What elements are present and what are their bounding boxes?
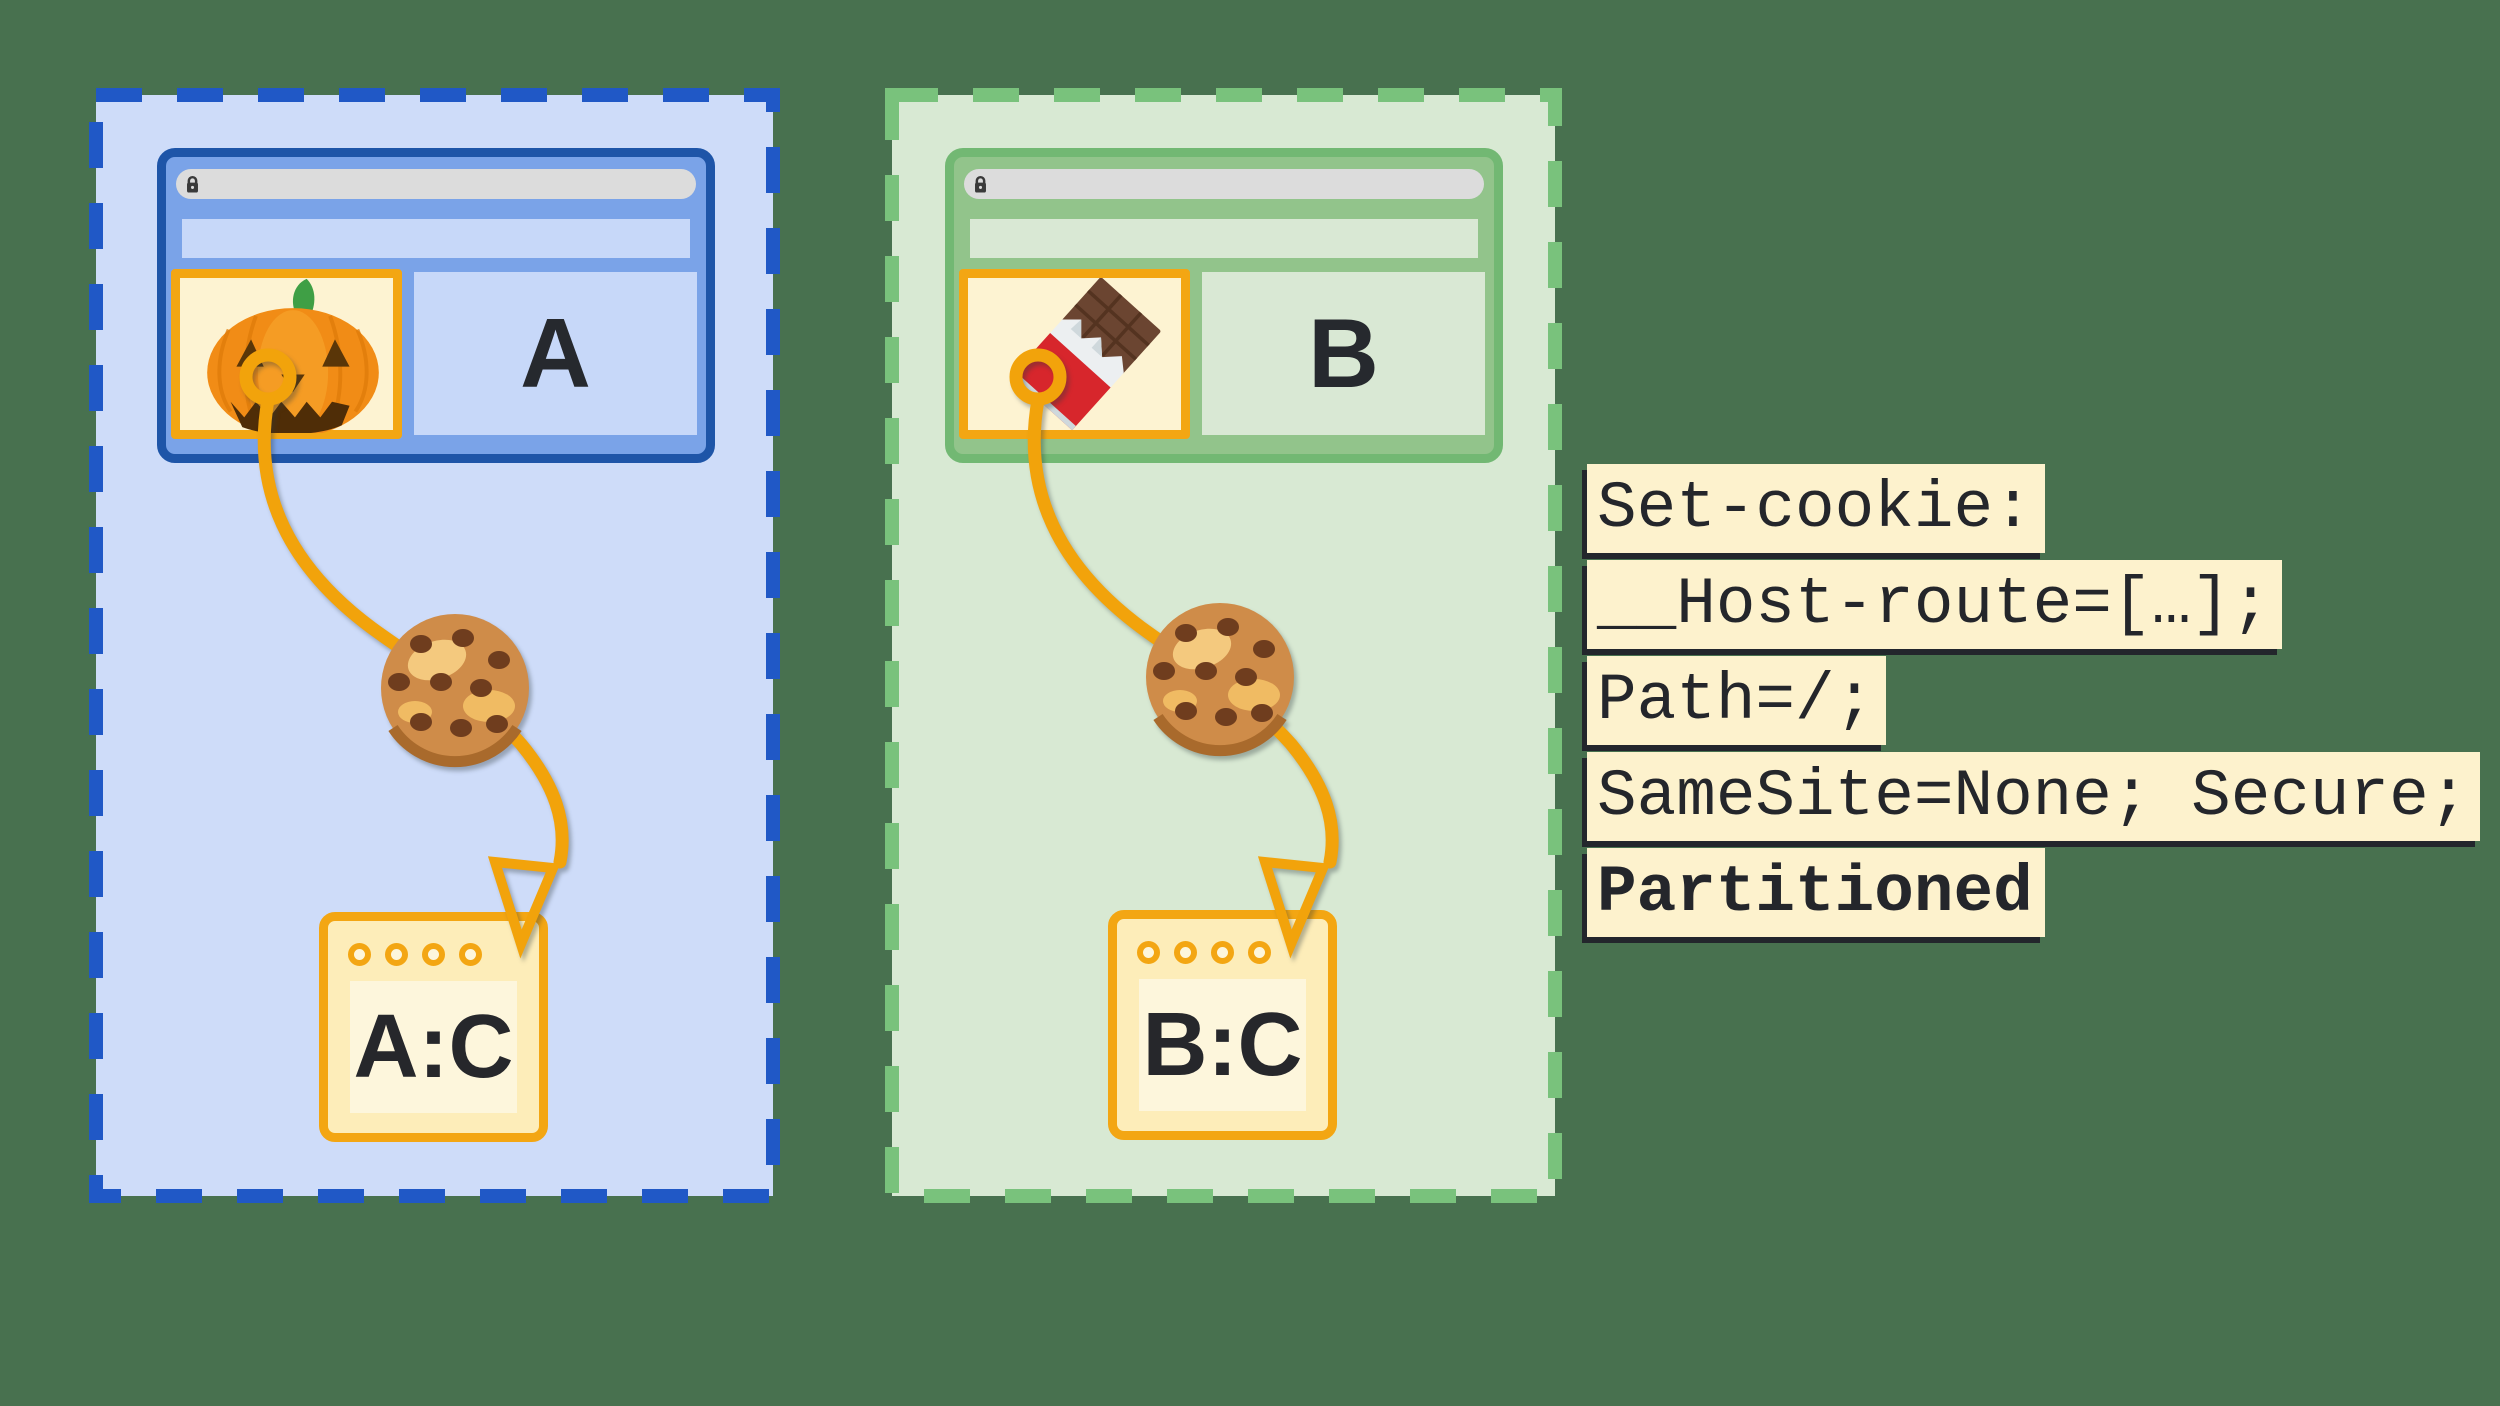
site-b-label: B — [1308, 298, 1379, 408]
cookie-jar-a-key: A:C — [350, 981, 517, 1113]
site-a-label: A — [520, 298, 591, 408]
code-line: Set-cookie: — [1587, 464, 2045, 553]
code-line: Path=/; — [1587, 656, 1887, 745]
set-cookie-code-block: Set-cookie: __Host-route=[…]; Path=/; Sa… — [1587, 464, 2481, 944]
cookie-icon — [381, 614, 529, 768]
jar-dot — [1174, 941, 1197, 964]
lock-icon — [187, 175, 198, 193]
cookie-flow-path — [1027, 393, 1339, 869]
cookie-flow-path — [257, 393, 569, 869]
site-a-content: A — [414, 272, 697, 435]
lock-icon — [975, 175, 986, 193]
pumpkin-icon — [207, 278, 379, 433]
embedded-iframe-c — [959, 269, 1190, 439]
code-line: SameSite=None; Secure; — [1587, 752, 2481, 841]
code-line-partitioned: Partitioned — [1587, 848, 2045, 937]
url-bar — [964, 169, 1484, 199]
jar-dot — [348, 943, 371, 966]
cookie-jar-b-key: B:C — [1139, 979, 1306, 1111]
site-b-content: B — [1202, 272, 1485, 435]
jar-dot — [422, 943, 445, 966]
jar-dot — [1137, 941, 1160, 964]
cookie-jar-b: B:C — [1108, 910, 1337, 1140]
browser-window-a: A — [157, 148, 715, 463]
cookie-jar-a: A:C — [319, 912, 548, 1142]
browser-window-b: B — [945, 148, 1503, 463]
url-bar — [176, 169, 696, 199]
jar-dot — [459, 943, 482, 966]
page-content-bar — [182, 219, 690, 258]
chocolate-icon — [1011, 278, 1161, 430]
jar-dot — [385, 943, 408, 966]
jar-dot — [1211, 941, 1234, 964]
cookie-icon — [1146, 603, 1294, 757]
jar-dot — [1248, 941, 1271, 964]
code-line: __Host-route=[…]; — [1587, 560, 2283, 649]
page-content-bar — [970, 219, 1478, 258]
embedded-iframe-c — [171, 269, 402, 439]
